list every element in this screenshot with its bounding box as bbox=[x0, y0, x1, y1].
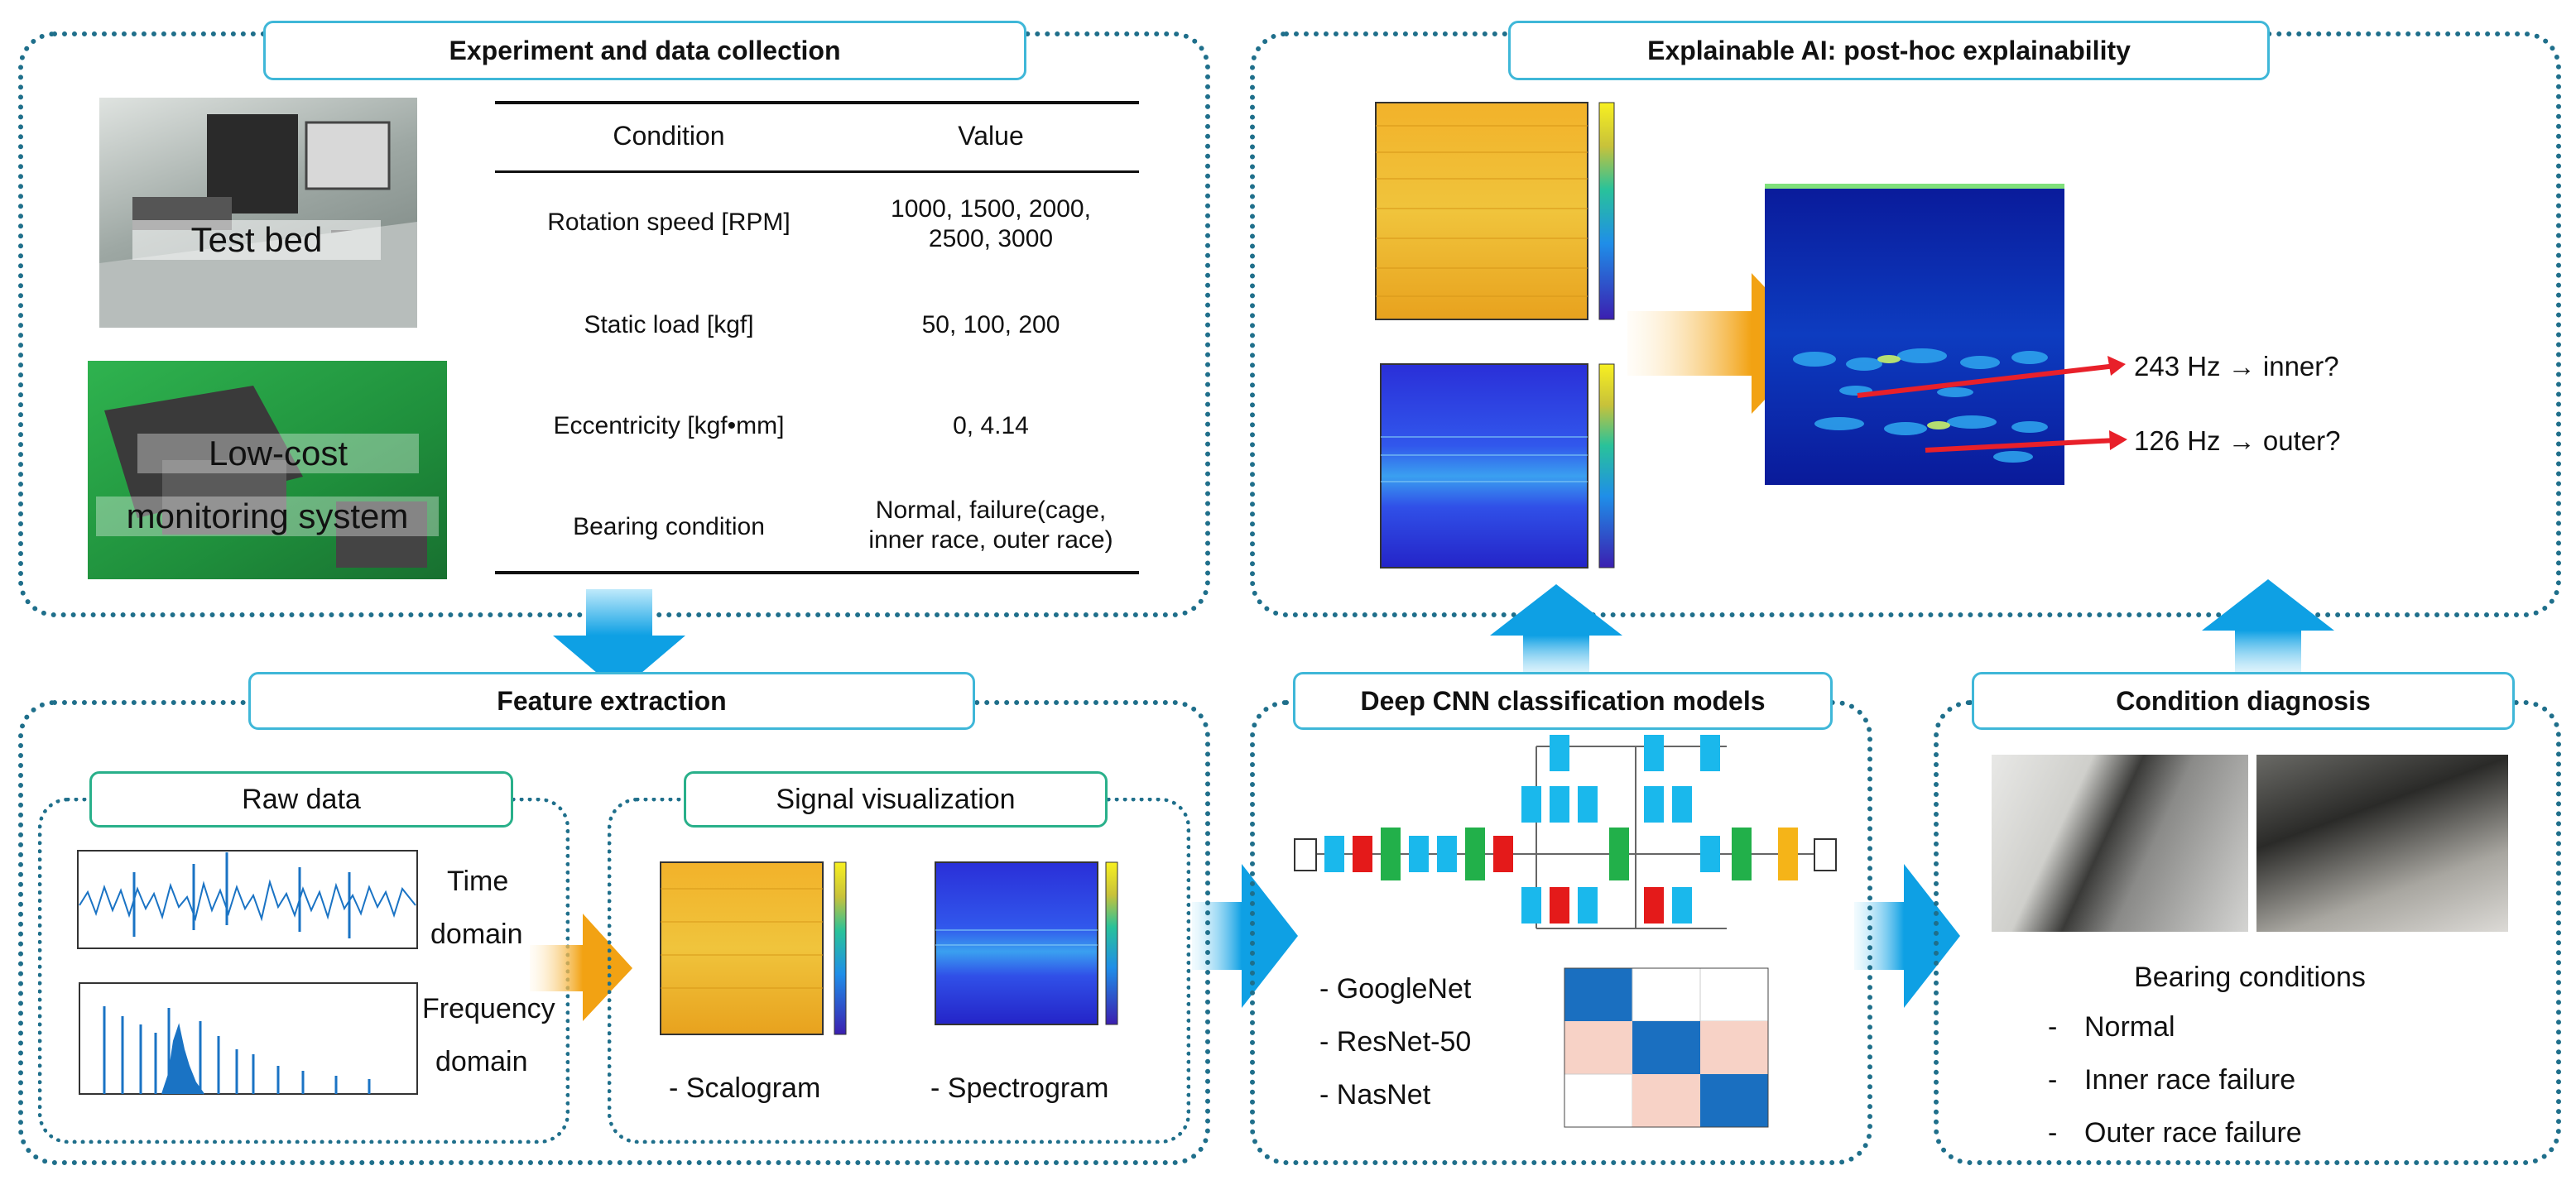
conditions-table: Condition Value Rotation speed [RPM] 100… bbox=[495, 101, 1139, 576]
bearing-photo-outer bbox=[2256, 755, 2508, 932]
cnn-model-googlenet: - GoogleNet bbox=[1319, 973, 1472, 1005]
diagnosis-title: Condition diagnosis bbox=[1972, 672, 2515, 730]
cnn-title: Deep CNN classification models bbox=[1293, 672, 1833, 730]
test-bed-label: Test bed bbox=[132, 220, 381, 260]
experiment-title: Experiment and data collection bbox=[263, 21, 1026, 80]
table-row-value-cont: inner race, outer race) bbox=[868, 526, 1113, 554]
bearing-photo-inner bbox=[1992, 755, 2248, 932]
table-row-condition: Rotation speed [RPM] bbox=[547, 209, 791, 236]
xai-red-arrows bbox=[1857, 356, 2127, 453]
xai-title: Explainable AI: post-hoc explainability bbox=[1508, 21, 2270, 80]
xai-heatmap bbox=[1765, 184, 2064, 485]
cnn-architecture-diagram bbox=[1294, 735, 1837, 929]
xai-scalogram-plot bbox=[1375, 102, 1615, 320]
feature-spectrogram-plot bbox=[935, 861, 1118, 1025]
diagnosis-item: Inner race failure bbox=[2084, 1064, 2296, 1096]
arrow-right-to-cnn bbox=[1192, 864, 1298, 1008]
monitoring-label-1: Low-cost bbox=[137, 434, 419, 473]
cnn-model-nasnet: - NasNet bbox=[1319, 1079, 1431, 1111]
diagnosis-item-bullet: - bbox=[2048, 1011, 2058, 1043]
arrow-up-to-xai bbox=[1490, 584, 1622, 682]
monitoring-system-photo: Low-cost monitoring system bbox=[88, 361, 447, 579]
confusion-matrix bbox=[1564, 967, 1769, 1128]
arrow-down-to-feature bbox=[553, 589, 685, 692]
table-row-condition: Eccentricity [kgf•mm] bbox=[553, 412, 785, 439]
table-row-value: Normal, failure(cage, bbox=[875, 497, 1107, 524]
annotation-inner: 243 Hz → inner? bbox=[2134, 351, 2339, 381]
time-label-1: Time bbox=[447, 866, 509, 897]
arrow-right-to-diagnosis bbox=[1854, 864, 1960, 1008]
diagnosis-item-bullet: - bbox=[2048, 1117, 2058, 1149]
diagnosis-item: Normal bbox=[2084, 1011, 2175, 1043]
freq-label-1: Frequency bbox=[422, 993, 555, 1024]
monitoring-label-2: monitoring system bbox=[96, 497, 439, 536]
arrow-up-from-diagnosis bbox=[2202, 579, 2334, 682]
table-row-value: 50, 100, 200 bbox=[921, 311, 1060, 338]
signal-visualization-title: Signal visualization bbox=[684, 771, 1108, 828]
table-header-condition: Condition bbox=[613, 121, 725, 151]
annotation-outer: 126 Hz → outer? bbox=[2134, 425, 2341, 456]
feature-title: Feature extraction bbox=[248, 672, 975, 730]
spectrogram-label: - Spectrogram bbox=[930, 1072, 1109, 1104]
diagnosis-item-bullet: - bbox=[2048, 1064, 2058, 1096]
frequency-domain-plot bbox=[79, 982, 418, 1095]
table-header-value: Value bbox=[958, 121, 1024, 151]
table-row-condition: Bearing condition bbox=[573, 513, 765, 540]
xai-spectrogram-plot bbox=[1380, 363, 1615, 569]
time-label-2: domain bbox=[430, 919, 523, 950]
table-row-value: 1000, 1500, 2000, bbox=[891, 195, 1091, 223]
diagnosis-item: Outer race failure bbox=[2084, 1117, 2302, 1149]
feature-scalogram-plot bbox=[660, 861, 847, 1035]
cnn-model-resnet: - ResNet-50 bbox=[1319, 1026, 1472, 1058]
bearing-conditions-title: Bearing conditions bbox=[2134, 962, 2366, 993]
scalogram-label: - Scalogram bbox=[669, 1072, 821, 1104]
table-row-condition: Static load [kgf] bbox=[584, 311, 754, 338]
time-domain-plot bbox=[77, 850, 418, 949]
test-bed-photo: Test bed bbox=[99, 98, 417, 328]
freq-label-2: domain bbox=[435, 1046, 528, 1077]
table-row-value-cont: 2500, 3000 bbox=[928, 225, 1054, 252]
table-row-value: 0, 4.14 bbox=[953, 412, 1029, 439]
raw-data-title: Raw data bbox=[89, 771, 513, 828]
